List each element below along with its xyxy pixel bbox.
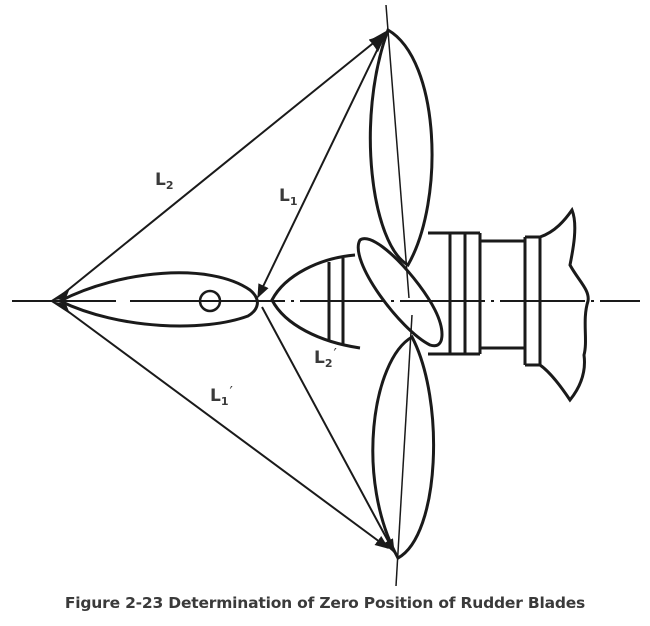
label-L1-prime: L1′	[210, 385, 233, 408]
line-L1-prime	[57, 303, 390, 549]
label-L2-base: L	[155, 170, 166, 190]
rudder-stock-circle	[198, 289, 222, 313]
line-L1	[257, 39, 383, 299]
lower-rudder-blade	[371, 314, 436, 587]
label-L1-prime-mark: ′	[229, 383, 233, 401]
upper-tip-arrowhead	[370, 30, 388, 52]
measurement-lines	[57, 35, 395, 554]
label-L1-sub: 1	[289, 195, 298, 208]
stern-tube-section	[539, 206, 590, 403]
propeller-blade-diagonal	[356, 237, 444, 348]
left-rudder-blade	[56, 271, 259, 328]
line-L2-prime	[261, 306, 395, 554]
label-L1-base: L	[279, 186, 290, 206]
label-L2-prime-base: L	[314, 348, 325, 368]
label-L1: L1	[279, 186, 298, 208]
figure-caption: Figure 2-23 Determination of Zero Positi…	[64, 594, 586, 612]
upper-rudder-blade	[368, 4, 434, 299]
line-L2	[57, 35, 384, 299]
label-L2-prime: L2′	[314, 347, 337, 370]
label-L2-prime-sub: 2	[324, 357, 333, 370]
label-L2-prime-mark: ′	[333, 345, 337, 363]
propeller-hub-cone	[270, 253, 361, 350]
label-L1-prime-base: L	[210, 386, 221, 406]
shaft-flanges	[428, 231, 542, 367]
label-L2-sub: 2	[165, 179, 174, 192]
label-L2: L2	[155, 170, 174, 192]
label-L1-prime-sub: 1	[220, 395, 229, 408]
